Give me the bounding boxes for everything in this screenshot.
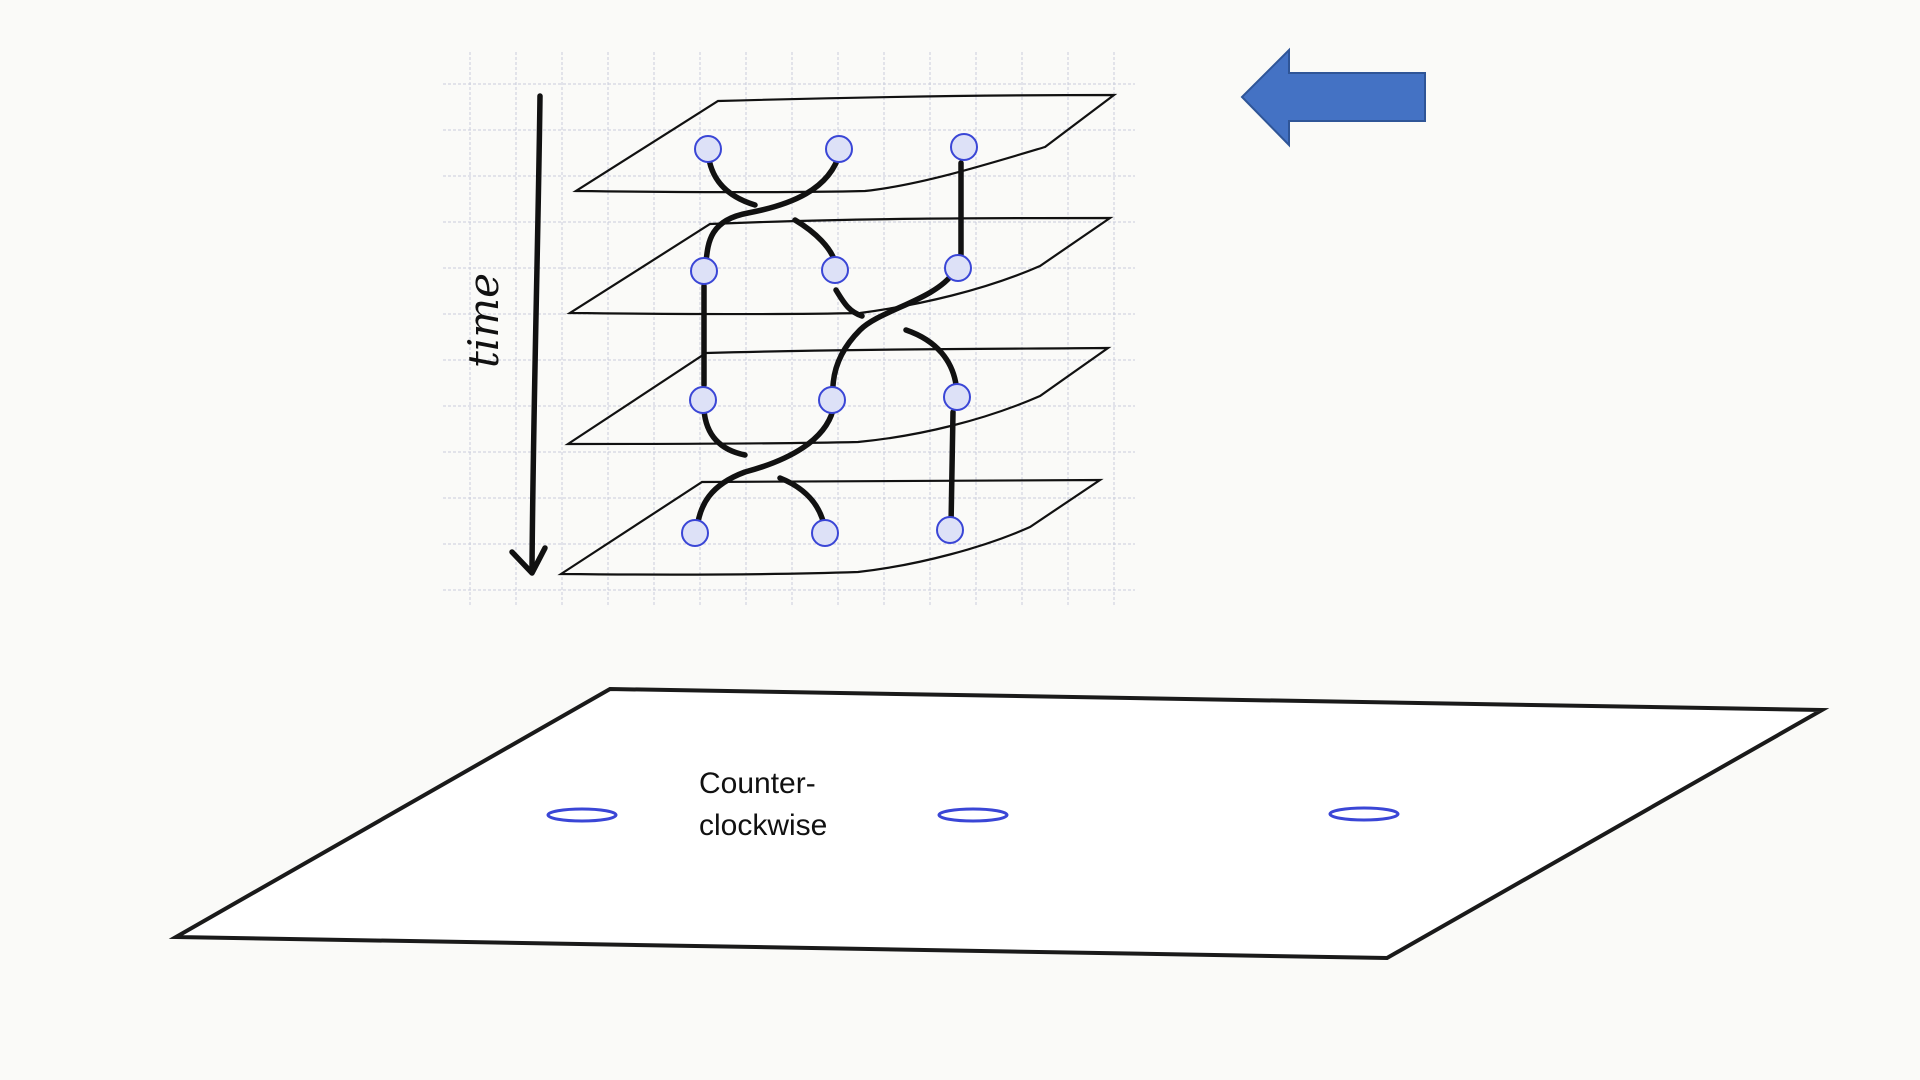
caption-line-2: clockwise xyxy=(699,809,828,842)
time-arrow-icon xyxy=(509,93,548,576)
left-arrow-icon xyxy=(1240,47,1426,148)
plane-particle-middle xyxy=(937,807,1009,823)
time-slice-plane-2 xyxy=(566,216,1114,316)
particles xyxy=(681,133,978,547)
particle-s3-middle xyxy=(818,386,846,414)
particle-s4-right xyxy=(936,516,964,544)
current-time-plane xyxy=(168,686,1830,961)
time-slice-plane-1 xyxy=(572,93,1118,194)
world-line-middle-to-right-b xyxy=(903,327,960,396)
rotation-caption: Counter- clockwise xyxy=(699,763,827,847)
particle-s3-left xyxy=(689,386,717,414)
particle-s4-left xyxy=(681,519,709,547)
time-slices xyxy=(557,93,1118,576)
time-slice-plane-4 xyxy=(557,478,1104,576)
particle-s1-left xyxy=(694,135,722,163)
caption-line-1: Counter- xyxy=(699,767,816,800)
world-line-left-to-middle-lower xyxy=(701,407,748,458)
time-slice-plane-3 xyxy=(564,346,1112,446)
world-line-right-bottom xyxy=(948,409,956,529)
world-line-middle-to-right-a xyxy=(833,287,865,319)
graph-paper-grid xyxy=(443,52,1135,605)
plane-particles xyxy=(546,806,1400,823)
particle-s2-left xyxy=(690,257,718,285)
world-line-right-to-middle xyxy=(830,269,957,399)
particle-s1-right xyxy=(950,133,978,161)
particle-s2-right xyxy=(944,254,972,282)
particle-s3-right xyxy=(943,383,971,411)
plane-particle-right xyxy=(1328,806,1400,822)
particle-s4-middle xyxy=(811,519,839,547)
time-axis-label: time xyxy=(459,273,508,368)
particle-s2-middle xyxy=(821,256,849,284)
particle-s1-middle xyxy=(825,135,853,163)
braid-world-lines xyxy=(694,149,964,533)
world-line-middle-to-left-lower xyxy=(694,407,836,531)
world-line-middle-to-left-upper xyxy=(703,149,843,265)
plane-particle-left xyxy=(546,807,618,823)
